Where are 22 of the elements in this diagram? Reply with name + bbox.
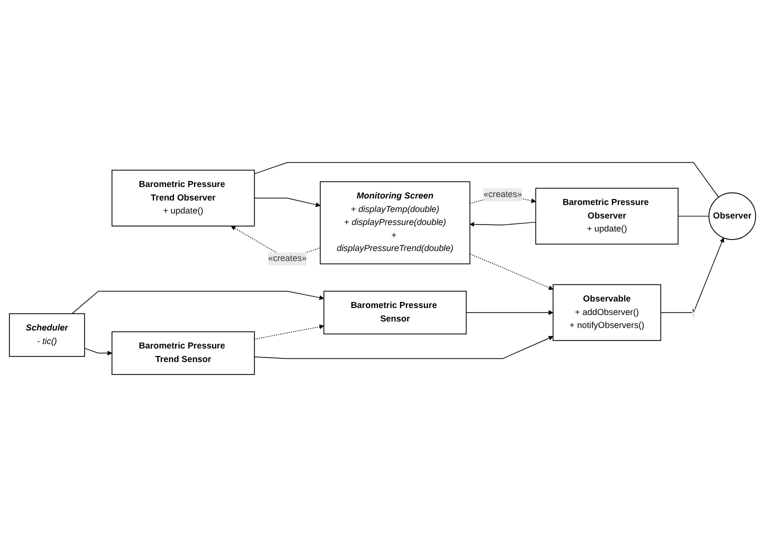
arrow: [72, 290, 324, 314]
arrow: [254, 324, 324, 340]
connector: [678, 216, 710, 217]
arrow: [660, 238, 724, 313]
node-box: Observable + addObserver() + notifyObservers(): [552, 284, 662, 341]
node-box: Barometric Pressure Observer + update(): [535, 188, 679, 245]
arrow: [470, 254, 554, 290]
edge-label: «creates»: [484, 190, 522, 200]
node-box: Barometric Pressure Sensor: [323, 290, 467, 334]
node-box: Scheduler - tic(): [8, 313, 86, 357]
node-box: Monitoring Screen + displayTemp(double) + displayPressure(double) + displayPressureTrend(double): [320, 181, 470, 264]
node-circle: Observer: [708, 192, 756, 240]
arrow: [254, 198, 320, 208]
arrow: [466, 310, 554, 315]
node-box: Barometric Pressure Trend Observer + update(): [112, 170, 255, 226]
edge-label: *: [692, 308, 696, 317]
connector: [254, 162, 719, 198]
arrow: [254, 336, 554, 359]
arrow: [84, 348, 112, 356]
edge-label: «creates»: [268, 254, 307, 264]
node-box: Barometric Pressure Trend Sensor: [112, 331, 255, 375]
arrow: [470, 222, 536, 227]
